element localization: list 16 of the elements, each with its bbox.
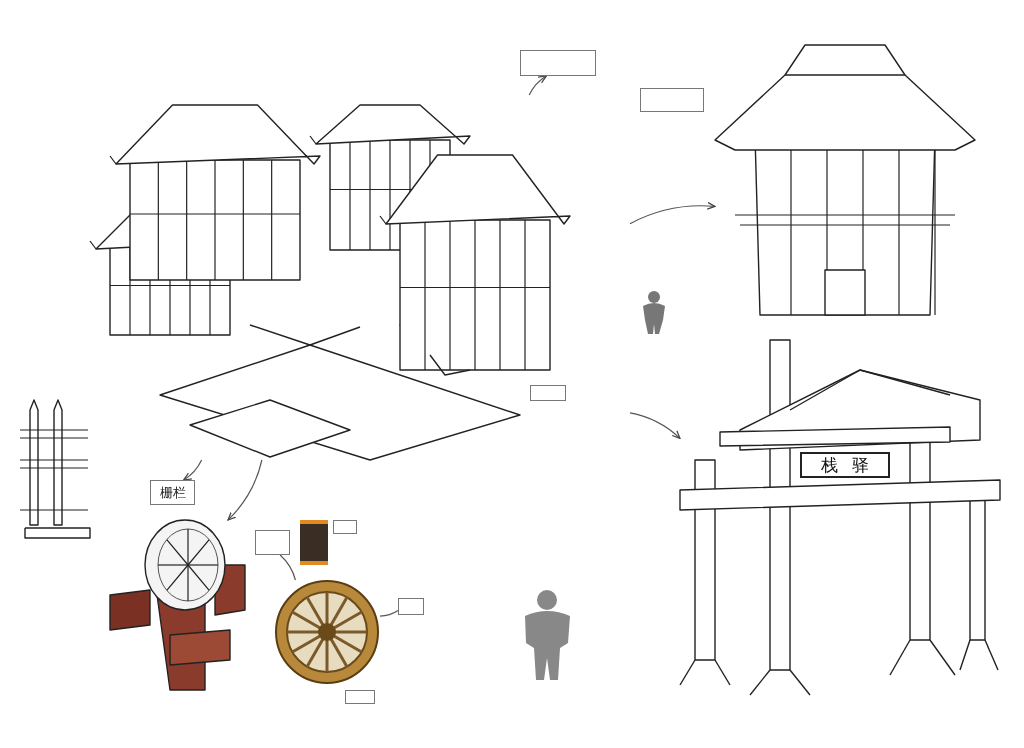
arrow — [183, 459, 203, 481]
note-box — [398, 598, 424, 615]
leader-line — [379, 609, 399, 617]
note-box — [345, 690, 375, 704]
arrow — [629, 201, 716, 225]
note-label: 栅栏 — [150, 480, 195, 505]
arrow — [528, 75, 547, 96]
arrow — [629, 412, 681, 439]
leader-line — [279, 554, 297, 581]
plaque-sign: 栈驿 — [800, 452, 890, 478]
arrow — [227, 459, 263, 521]
note-box — [255, 530, 290, 555]
note-box — [520, 50, 596, 76]
note-box — [530, 385, 566, 401]
note-box — [333, 520, 357, 534]
note-box — [640, 88, 704, 112]
